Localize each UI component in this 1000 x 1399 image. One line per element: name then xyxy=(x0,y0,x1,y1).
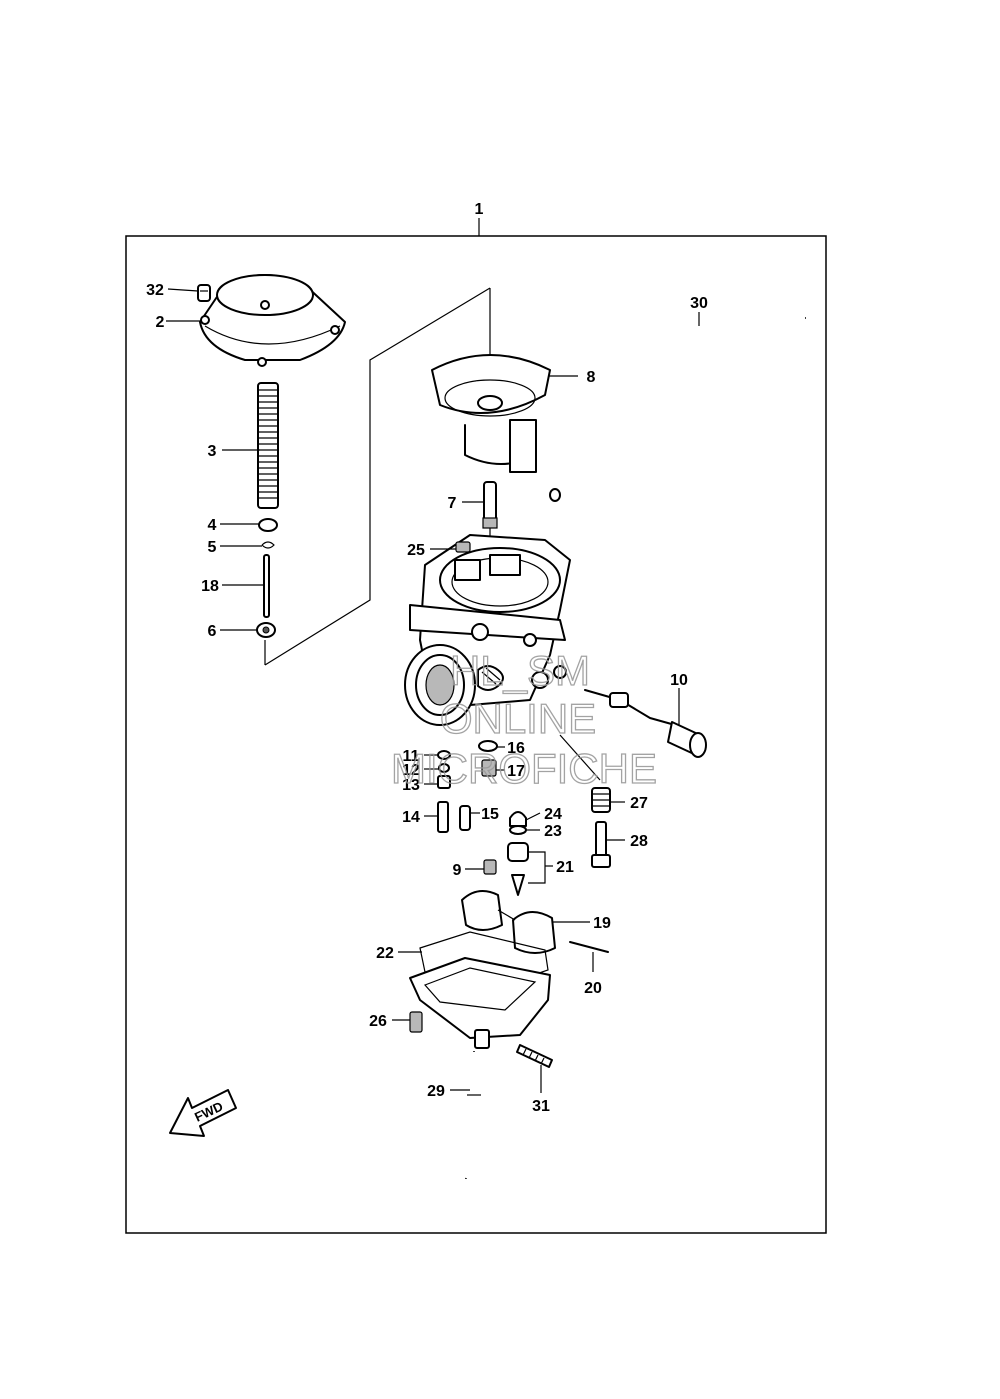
part-20-float-pin xyxy=(569,941,609,953)
part-28-throttle-stop-screw xyxy=(591,821,611,868)
part-19-float xyxy=(461,890,556,954)
watermark-line-3: MICROFICHE xyxy=(391,745,657,792)
callout-labels: 1 2 3 4 5 6 7 8 9 10 11 12 13 14 15 16 1… xyxy=(146,201,708,1115)
callout-13: 13 xyxy=(402,777,420,794)
callout-22: 22 xyxy=(376,945,394,962)
assembly-frame xyxy=(125,235,827,1234)
part-30-hose xyxy=(549,315,806,502)
part-29-drain-tube xyxy=(462,1051,481,1179)
part-6-seat xyxy=(256,622,276,638)
part-12-washer xyxy=(438,763,450,773)
part-23-o-ring xyxy=(509,825,527,835)
part-10-choke-plunger xyxy=(584,689,707,758)
callout-2: 2 xyxy=(156,314,165,331)
callout-4: 4 xyxy=(208,517,217,534)
part-9-screw xyxy=(483,859,497,875)
callout-8: 8 xyxy=(587,369,596,386)
fwd-direction-arrow: FWD xyxy=(169,1089,237,1137)
part-13-spring xyxy=(437,775,451,789)
part-15-jet xyxy=(459,805,471,831)
watermark: HL_SM ONLINE MICROFICHE xyxy=(390,646,657,792)
callout-24: 24 xyxy=(544,806,562,823)
callout-9: 9 xyxy=(453,862,462,879)
part-carburetor-body xyxy=(404,534,571,726)
callout-11: 11 xyxy=(403,748,420,765)
callout-29: 29 xyxy=(427,1083,445,1100)
callout-25: 25 xyxy=(407,542,425,559)
callout-17: 17 xyxy=(507,763,525,780)
callout-1: 1 xyxy=(475,201,484,218)
part-26-screw xyxy=(409,1011,423,1033)
callout-30: 30 xyxy=(690,295,708,312)
part-14-pilot-screw xyxy=(437,801,449,833)
part-25-nut xyxy=(455,541,471,553)
part-21-needle-valve xyxy=(507,842,529,896)
callout-10: 10 xyxy=(670,672,688,689)
callout-7: 7 xyxy=(448,495,457,512)
callout-14: 14 xyxy=(402,809,420,826)
leader-lines xyxy=(166,288,700,1093)
watermark-line-2: ONLINE xyxy=(440,695,596,742)
callout-19: 19 xyxy=(593,915,611,932)
callout-28: 28 xyxy=(630,833,648,850)
part-5-clip xyxy=(261,541,275,549)
callout-32: 32 xyxy=(146,282,164,299)
part-16-washer xyxy=(478,740,498,752)
part-32-screw xyxy=(197,284,211,302)
part-3-spring xyxy=(257,382,279,509)
part-float-chamber xyxy=(409,957,551,1049)
callout-27: 27 xyxy=(630,795,648,812)
callout-3: 3 xyxy=(208,443,217,460)
callout-6: 6 xyxy=(208,623,217,640)
callout-20: 20 xyxy=(584,980,602,997)
part-8-diaphragm-piston xyxy=(431,354,551,473)
callout-18: 18 xyxy=(201,578,219,595)
callout-15: 15 xyxy=(481,806,499,823)
part-4-washer xyxy=(258,518,278,532)
callout-16: 16 xyxy=(507,740,525,757)
part-7-screw xyxy=(482,481,498,529)
callout-12: 12 xyxy=(402,762,420,779)
callout-5: 5 xyxy=(208,539,217,556)
part-2-top-cap xyxy=(199,274,346,367)
callout-21: 21 xyxy=(556,859,574,876)
part-24-cap xyxy=(509,811,527,827)
watermark-line-1: HL_SM xyxy=(450,647,590,694)
part-31-drain-screw xyxy=(516,1044,553,1068)
callout-23: 23 xyxy=(544,823,562,840)
part-18-jet-needle xyxy=(263,554,270,618)
callout-26: 26 xyxy=(369,1013,387,1030)
callout-31: 31 xyxy=(532,1098,550,1115)
part-17-main-jet xyxy=(481,759,497,777)
